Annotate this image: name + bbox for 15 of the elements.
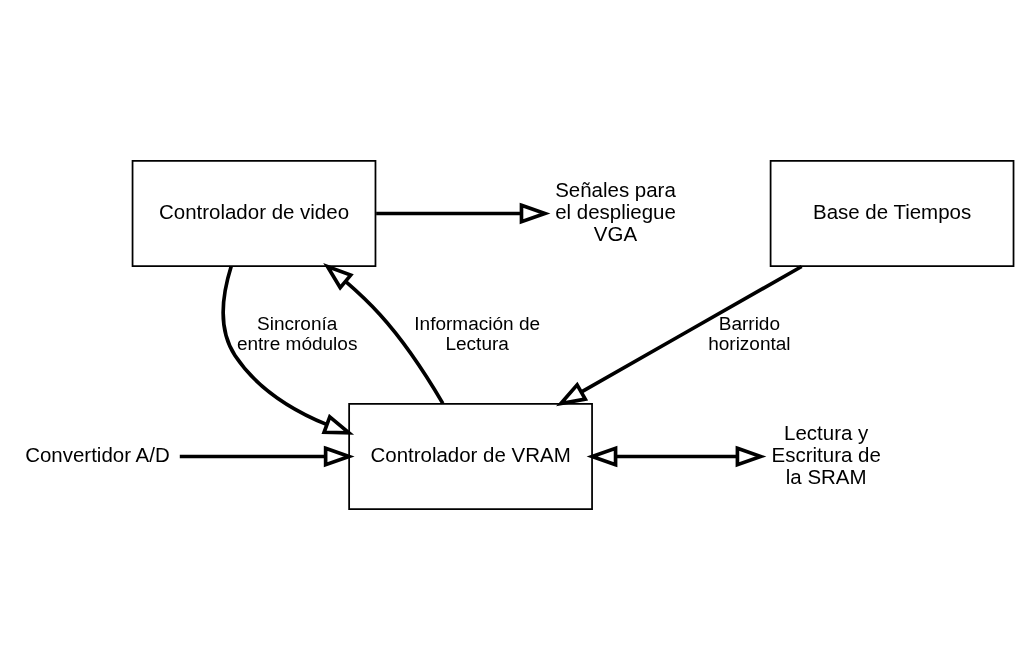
edge-label: Información de Lectura <box>413 312 540 354</box>
node-box: Controlador de VRAM <box>347 402 593 510</box>
arrow <box>375 202 550 224</box>
arrow <box>555 264 803 406</box>
arrow <box>220 265 354 435</box>
node-box: Controlador de video <box>131 159 376 267</box>
node-text: Señales para el despliegue VGA <box>554 177 676 245</box>
node-text: Lectura y Escritura de la SRAM <box>771 420 881 488</box>
arrow <box>322 262 444 404</box>
node-box: Base de Tiempos <box>769 159 1014 267</box>
arrow <box>179 445 355 467</box>
edge-label: Barrido horizontal <box>707 312 791 354</box>
arrow <box>586 445 766 467</box>
node-text: Convertidor A/D <box>24 442 170 466</box>
edge-label: Sincronía entre módulos <box>236 312 357 354</box>
